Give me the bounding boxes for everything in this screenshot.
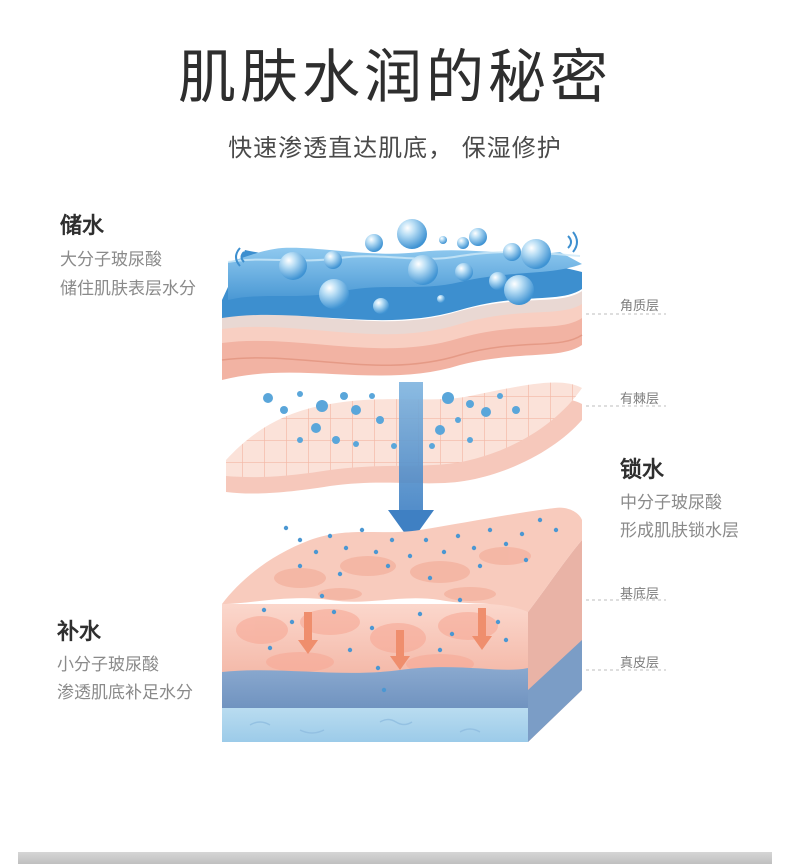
- bubble: [290, 620, 294, 624]
- bubble: [554, 528, 558, 532]
- bubble: [478, 564, 482, 568]
- bubble: [332, 610, 336, 614]
- top-skin-layer: [222, 248, 582, 380]
- bubble: [512, 406, 520, 414]
- layer-label-stratum-spinosum: 有棘层: [620, 388, 659, 407]
- bubble: [496, 620, 500, 624]
- bubble: [435, 425, 445, 435]
- bubble: [524, 558, 528, 562]
- store-water-line2: 储住肌肤表层水分: [60, 274, 196, 299]
- bubble: [316, 400, 328, 412]
- bubble: [297, 391, 303, 397]
- bubble: [353, 441, 359, 447]
- bubble: [504, 542, 508, 546]
- bubble: [382, 688, 386, 692]
- bubble: [370, 626, 374, 630]
- bubble: [262, 608, 266, 612]
- bubble: [424, 538, 428, 542]
- bubble: [297, 437, 303, 443]
- bottom-skin-block: [222, 508, 582, 742]
- bubble: [520, 532, 524, 536]
- bubble: [418, 612, 422, 616]
- footer-bar: [18, 852, 772, 864]
- bubble: [344, 546, 348, 550]
- bubble: [428, 576, 432, 580]
- bubble: [488, 528, 492, 532]
- bubble: [284, 526, 288, 530]
- bubble: [360, 528, 364, 532]
- bubble: [504, 638, 508, 642]
- bubble: [442, 550, 446, 554]
- layer-label-dermis: 真皮层: [620, 652, 659, 671]
- replenish-water-line2: 渗透肌底补足水分: [57, 678, 193, 703]
- bubble: [369, 393, 375, 399]
- bubble: [268, 646, 272, 650]
- layer-label-stratum-corneum: 角质层: [620, 295, 659, 314]
- store-water-line1: 大分子玻尿酸: [60, 245, 162, 270]
- bubble: [481, 407, 491, 417]
- bubble: [456, 534, 460, 538]
- bubble: [455, 417, 461, 423]
- replenish-water-line1: 小分子玻尿酸: [57, 650, 159, 675]
- lock-water-line1: 中分子玻尿酸: [620, 488, 722, 513]
- bubble: [348, 648, 352, 652]
- bubble: [320, 594, 324, 598]
- bubble: [391, 443, 397, 449]
- bubble: [263, 393, 273, 403]
- bubble: [466, 400, 474, 408]
- bubble: [458, 598, 462, 602]
- bubble: [298, 538, 302, 542]
- bubble: [442, 392, 454, 404]
- bubble: [374, 550, 378, 554]
- bubble: [332, 436, 340, 444]
- bubble: [497, 393, 503, 399]
- layer-label-stratum-basale: 基底层: [620, 583, 659, 602]
- bubble: [429, 443, 435, 449]
- bubble: [390, 538, 394, 542]
- bubble: [338, 572, 342, 576]
- store-water-title: 储水: [60, 208, 104, 240]
- bubble: [538, 518, 542, 522]
- bubble: [472, 546, 476, 550]
- bubble: [408, 554, 412, 558]
- bubble: [298, 564, 302, 568]
- bubble: [311, 423, 321, 433]
- replenish-water-title: 补水: [57, 614, 101, 646]
- bubble: [467, 437, 473, 443]
- bubble: [386, 564, 390, 568]
- bubble: [314, 550, 318, 554]
- bubble: [280, 406, 288, 414]
- bubble: [376, 416, 384, 424]
- lock-water-line2: 形成肌肤锁水层: [620, 516, 739, 541]
- bubble: [438, 648, 442, 652]
- bubble: [340, 392, 348, 400]
- bubble: [328, 534, 332, 538]
- bubble: [450, 632, 454, 636]
- lock-water-title: 锁水: [620, 452, 664, 484]
- bubble: [376, 666, 380, 670]
- bubble: [351, 405, 361, 415]
